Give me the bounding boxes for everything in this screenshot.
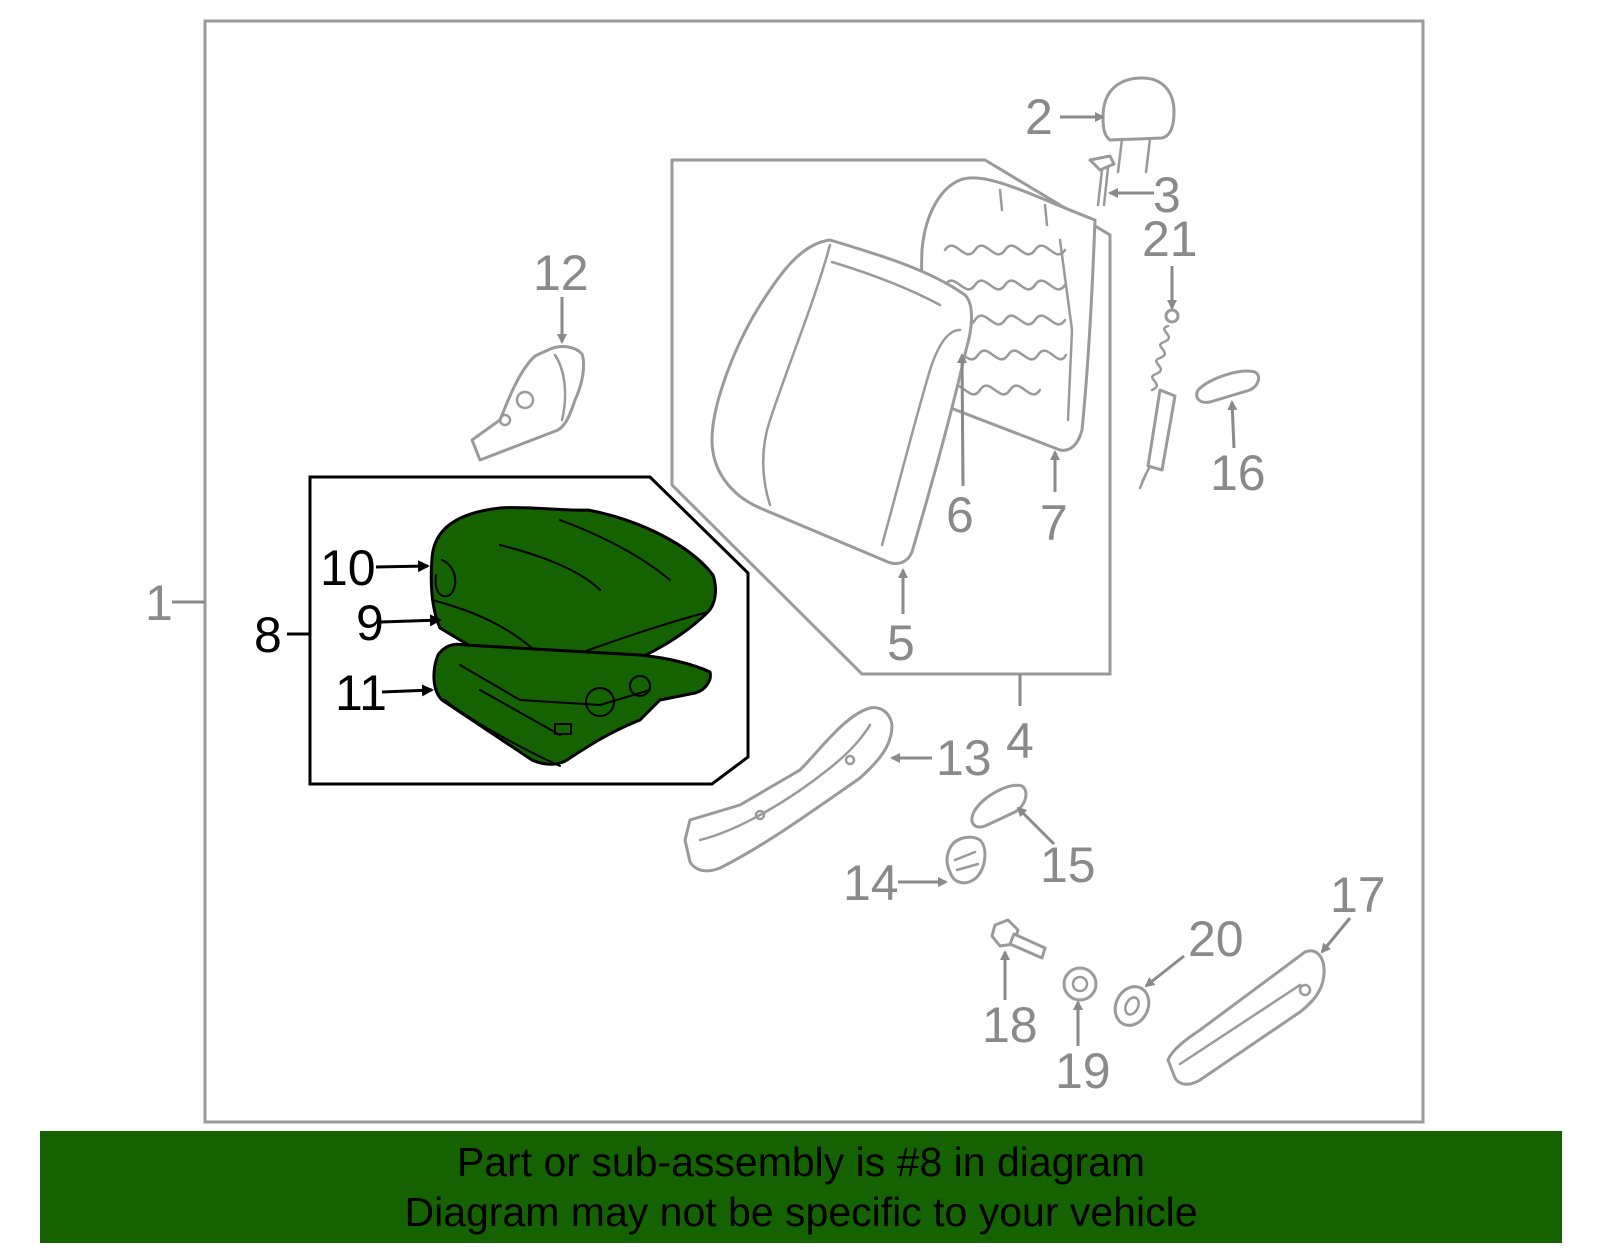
callout-19: 19 bbox=[1055, 1043, 1111, 1099]
callout-16: 16 bbox=[1210, 445, 1266, 501]
recline-knob-part bbox=[1195, 369, 1261, 404]
banner-line-2: Diagram may not be specific to your vehi… bbox=[404, 1189, 1198, 1235]
washer-part bbox=[1113, 985, 1151, 1027]
seat-back-frame bbox=[670, 158, 1112, 676]
callout-10: 10 bbox=[320, 540, 376, 596]
bolt-part bbox=[990, 918, 1047, 960]
callout-9: 9 bbox=[356, 595, 384, 651]
assembly-frame bbox=[203, 19, 1425, 1124]
seat-shield-part bbox=[470, 345, 586, 462]
inner-side-cover-part bbox=[1166, 949, 1326, 1086]
adjust-knob-part bbox=[945, 835, 987, 885]
callout-2: 2 bbox=[1025, 89, 1053, 145]
callout-20: 20 bbox=[1188, 911, 1244, 967]
headrest-guide-part bbox=[1088, 154, 1116, 207]
callout-15: 15 bbox=[1040, 837, 1096, 893]
nut-part bbox=[1062, 966, 1098, 1002]
seat-pan-part bbox=[432, 642, 712, 767]
callout-18: 18 bbox=[982, 997, 1038, 1053]
callout-5: 5 bbox=[887, 615, 915, 671]
seat-back-frame-part bbox=[920, 176, 1097, 452]
callout-14: 14 bbox=[843, 855, 899, 911]
lever-handle-part bbox=[970, 783, 1028, 829]
recliner-spring-part bbox=[1138, 308, 1180, 490]
headrest-part bbox=[1101, 76, 1176, 174]
banner-line-1: Part or sub-assembly is #8 in diagram bbox=[456, 1139, 1146, 1185]
callout-6: 6 bbox=[946, 487, 974, 543]
callout-13: 13 bbox=[936, 730, 992, 786]
callout-1: 1 bbox=[145, 575, 173, 631]
callout-4: 4 bbox=[1006, 713, 1034, 769]
callout-11: 11 bbox=[335, 665, 387, 721]
callout-17: 17 bbox=[1330, 867, 1386, 923]
side-cover-part bbox=[683, 706, 894, 873]
callout-7: 7 bbox=[1040, 495, 1068, 551]
callout-3: 3 bbox=[1153, 167, 1181, 223]
callout-21: 21 bbox=[1142, 211, 1198, 267]
seat-cushion-frame bbox=[308, 475, 750, 786]
seat-back-cover-part bbox=[710, 238, 973, 566]
callout-8: 8 bbox=[254, 607, 282, 663]
info-banner: Part or sub-assembly is #8 in diagram Di… bbox=[40, 1131, 1562, 1243]
callout-12: 12 bbox=[533, 245, 589, 301]
